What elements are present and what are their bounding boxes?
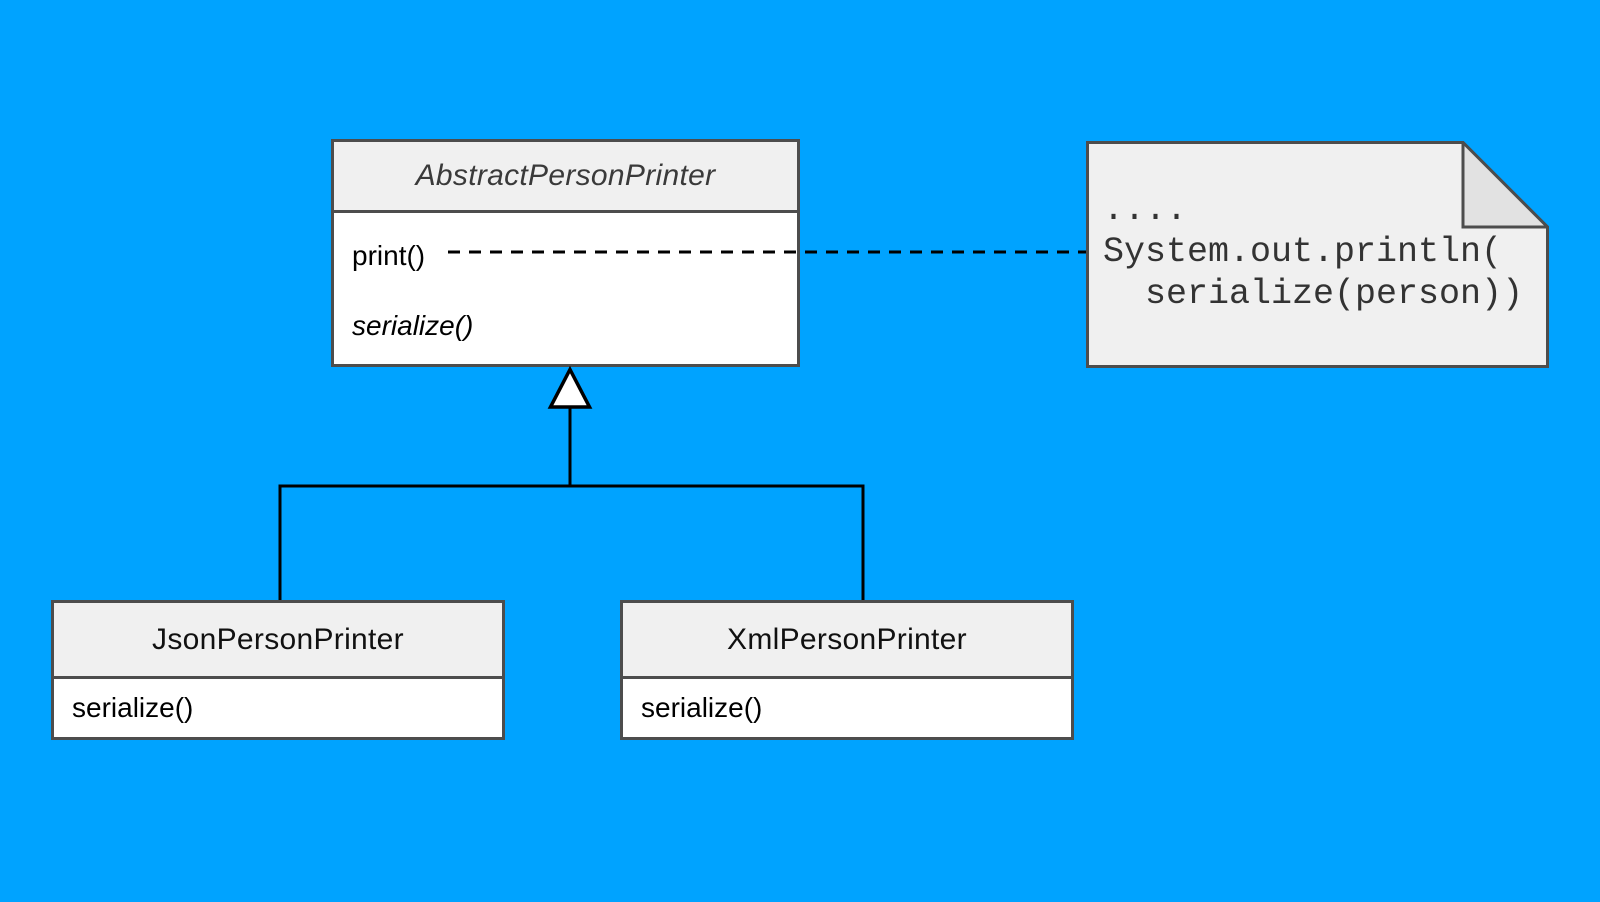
- class-methods: serialize(): [54, 679, 502, 737]
- generalization-arrowhead-icon: [547, 365, 593, 409]
- note-line: serialize(person)): [1103, 274, 1524, 314]
- class-name: XmlPersonPrinter: [727, 622, 967, 656]
- class-name: AbstractPersonPrinter: [415, 159, 716, 192]
- class-box-xml-person-printer: XmlPersonPrinter serialize(): [620, 600, 1074, 740]
- class-box-abstract-person-printer: AbstractPersonPrinter print() serialize(…: [331, 139, 800, 367]
- note-line: ....: [1103, 190, 1188, 230]
- note-code-text: .... System.out.println( serialize(perso…: [1103, 189, 1523, 315]
- note-shape-icon: [1086, 141, 1549, 368]
- uml-note: .... System.out.println( serialize(perso…: [1086, 141, 1549, 368]
- class-header: JsonPersonPrinter: [54, 603, 502, 679]
- method-serialize-abstract: serialize(): [352, 310, 474, 341]
- class-box-json-person-printer: JsonPersonPrinter serialize(): [51, 600, 505, 740]
- method-serialize: serialize(): [72, 692, 194, 723]
- method-serialize: serialize(): [641, 692, 763, 723]
- class-methods: serialize(): [623, 679, 1071, 737]
- class-header: AbstractPersonPrinter: [334, 142, 797, 213]
- class-methods: print() serialize(): [334, 213, 797, 361]
- class-name: JsonPersonPrinter: [152, 622, 404, 656]
- note-line: System.out.println(: [1103, 232, 1503, 272]
- generalization-connector-lines: [278, 407, 865, 600]
- method-print: print(): [352, 240, 426, 271]
- class-header: XmlPersonPrinter: [623, 603, 1071, 679]
- note-folded-corner-icon: [1461, 141, 1549, 229]
